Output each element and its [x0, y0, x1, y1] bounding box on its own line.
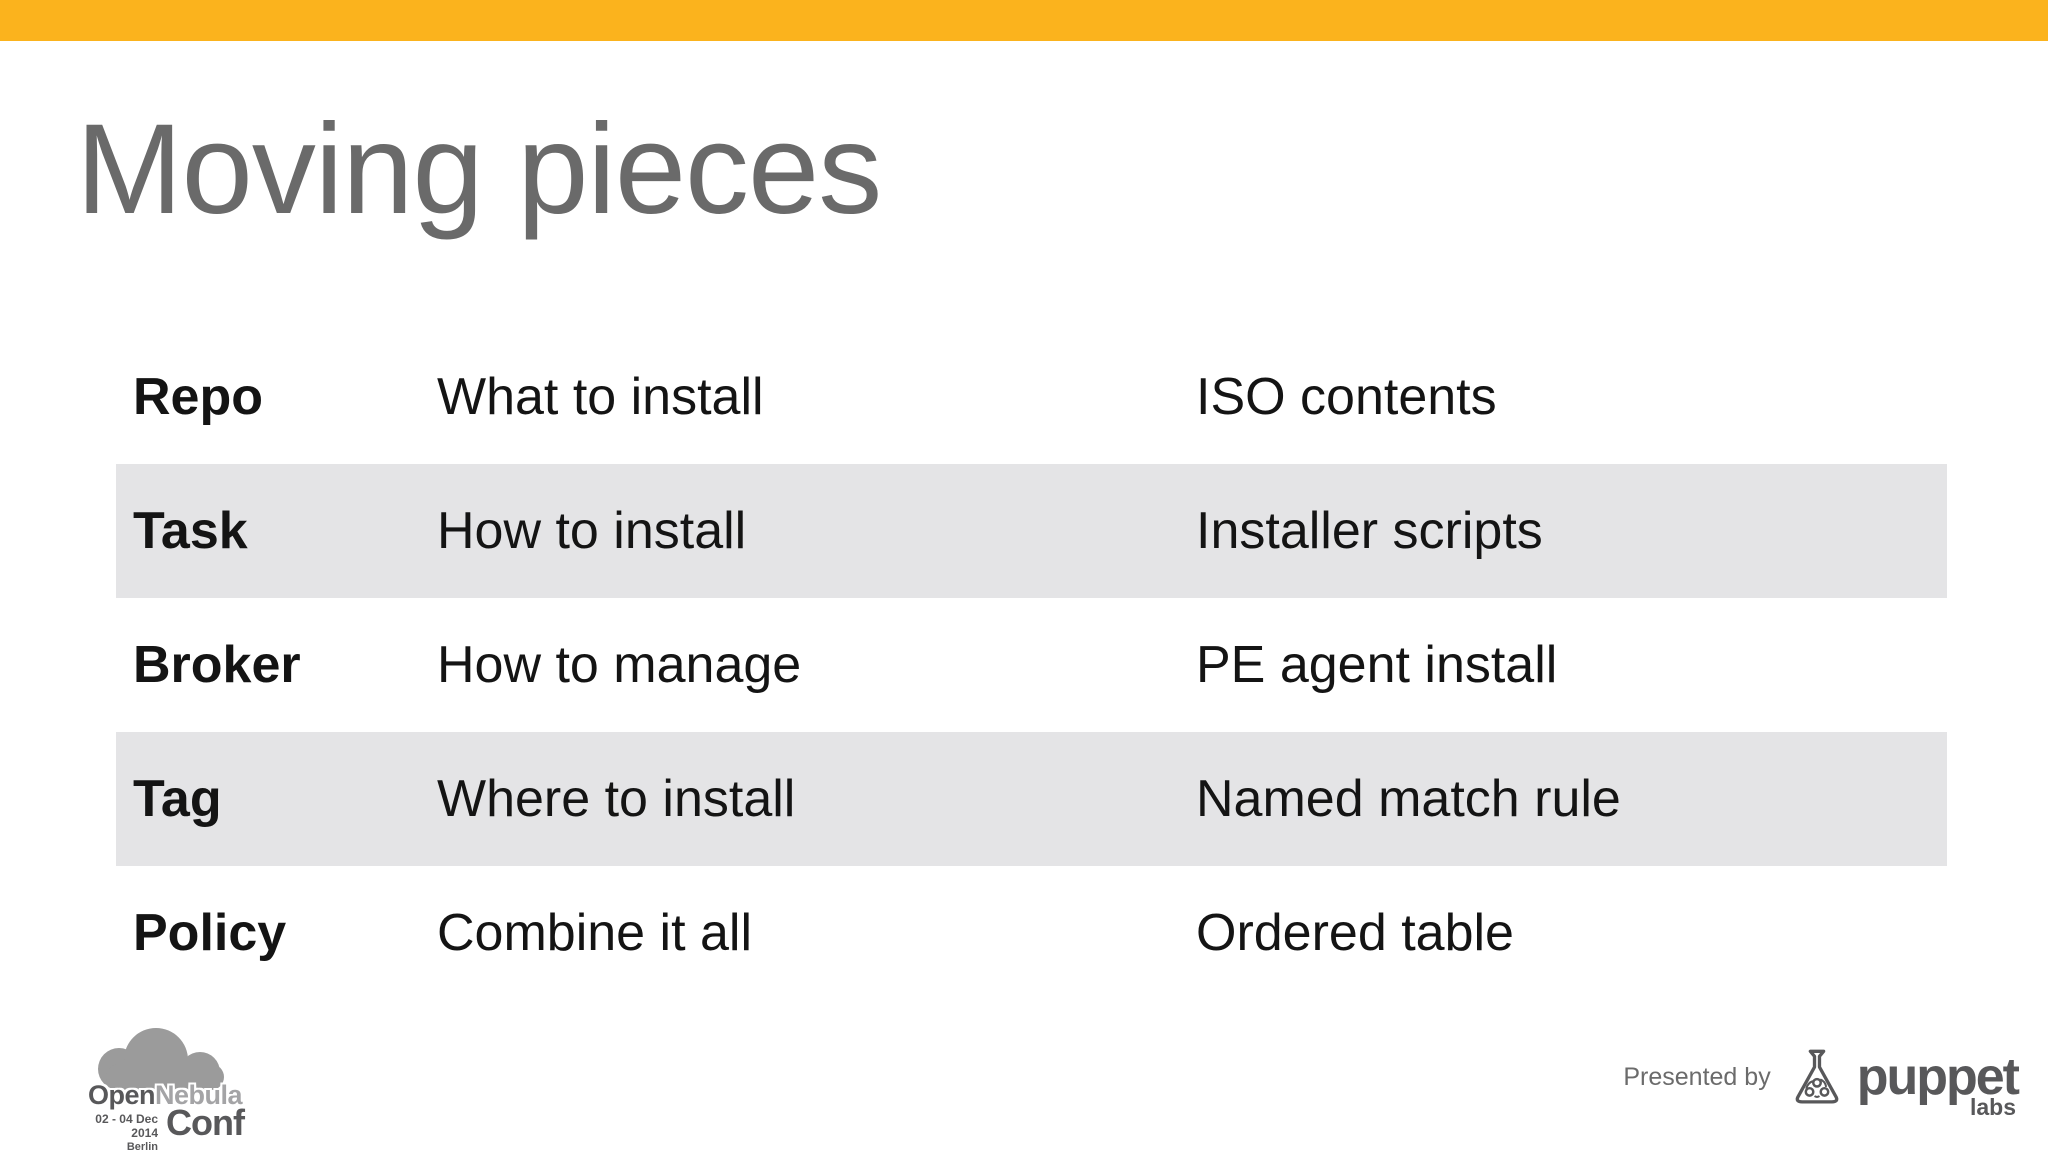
top-accent-bar	[0, 0, 2048, 41]
pieces-table: Repo What to install ISO contents Task H…	[116, 330, 1947, 1000]
presented-by-block: Presented by puppet labs	[1623, 1048, 2020, 1119]
table-row-repo: Repo What to install ISO contents	[116, 330, 1947, 464]
implementation-cell: Installer scripts	[1196, 502, 1543, 560]
puppet-labs-wordmark: puppet labs	[1856, 1048, 2020, 1119]
implementation-cell: Ordered table	[1196, 904, 1514, 962]
conference-location: Berlin	[126, 1140, 158, 1153]
conf-wordmark: Conf	[166, 1102, 245, 1143]
term-cell: Broker	[133, 636, 301, 694]
page-title: Moving pieces	[76, 98, 882, 241]
term-cell: Tag	[133, 770, 222, 828]
presented-by-label: Presented by	[1623, 1062, 1771, 1091]
flask-icon	[1795, 1049, 1839, 1104]
conference-date-range: 02 - 04 Dec 2014	[95, 1112, 158, 1141]
puppet-name: puppet	[1856, 1048, 2020, 1106]
description-cell: How to manage	[437, 636, 802, 694]
conference-dates: 02 - 04 Dec 2014 Berlin	[82, 1112, 158, 1154]
opennebula-wordmark: OpenNebula	[88, 1080, 243, 1111]
description-cell: Where to install	[437, 770, 796, 828]
table-row-broker: Broker How to manage PE agent install	[116, 598, 1947, 732]
puppet-labs-sub: labs	[1969, 1094, 2016, 1120]
term-cell: Repo	[133, 368, 263, 426]
term-cell: Task	[133, 502, 248, 560]
opennebula-conf-logo: OpenNebula 02 - 04 Dec 2014 Berlin Conf	[80, 1026, 250, 1153]
term-cell: Policy	[133, 904, 287, 962]
implementation-cell: ISO contents	[1196, 368, 1497, 426]
opennebula-word-open: Open	[88, 1080, 156, 1110]
table-row-tag: Tag Where to install Named match rule	[116, 732, 1947, 866]
cloud-icon	[98, 1026, 238, 1092]
table-row-policy: Policy Combine it all Ordered table	[116, 866, 1947, 1000]
description-cell: What to install	[437, 368, 764, 426]
implementation-cell: Named match rule	[1196, 770, 1621, 828]
implementation-cell: PE agent install	[1196, 636, 1558, 694]
description-cell: How to install	[437, 502, 747, 560]
description-cell: Combine it all	[437, 904, 753, 962]
opennebula-word-nebula: Nebula	[155, 1080, 243, 1110]
cloud-base	[106, 1064, 224, 1090]
table-row-task: Task How to install Installer scripts	[116, 464, 1947, 598]
